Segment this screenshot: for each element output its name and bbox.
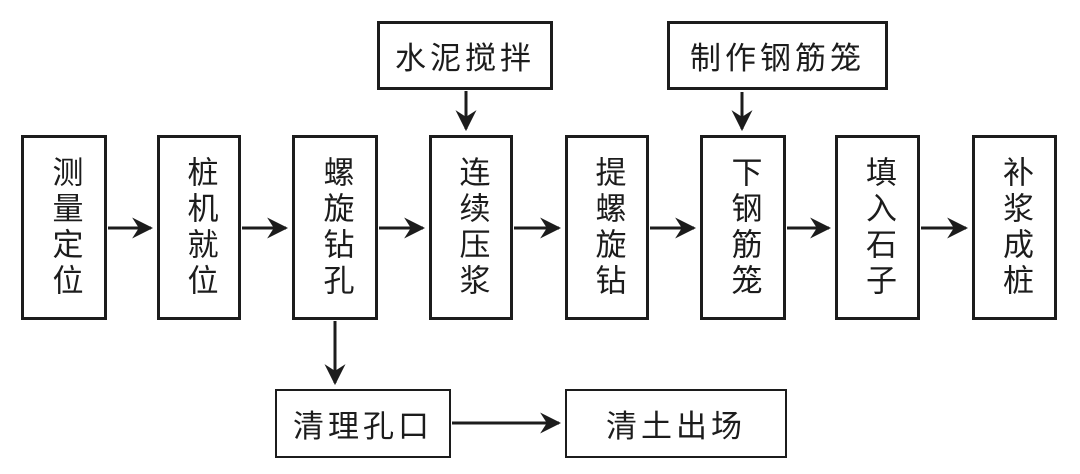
node-auger-drilling: 螺旋钻孔 (292, 135, 378, 320)
node-clean-hole-mouth: 清理孔口 (275, 389, 451, 458)
node-auger-drilling-label: 螺旋钻孔 (317, 155, 354, 300)
node-soil-removal-label: 清土出场 (606, 409, 746, 445)
node-fill-stones: 填入石子 (835, 135, 920, 320)
node-lower-rebar-cage: 下钢筋笼 (700, 135, 786, 320)
node-continuous-grouting: 连续压浆 (429, 135, 513, 320)
node-fill-stones-label: 填入石子 (860, 155, 896, 300)
node-regrout-form-pile: 补浆成桩 (972, 135, 1057, 320)
node-lower-rebar-cage-label: 下钢筋笼 (725, 155, 762, 300)
node-soil-removal: 清土出场 (565, 389, 787, 458)
node-survey-positioning: 测量定位 (21, 135, 107, 320)
node-lift-auger: 提螺旋钻 (565, 135, 649, 320)
node-clean-hole-mouth-label: 清理孔口 (293, 409, 433, 445)
node-pile-rig-in-place: 桩机就位 (157, 135, 241, 320)
node-cement-mixing: 水泥搅拌 (377, 21, 553, 90)
node-make-rebar-cage-label: 制作钢筋笼 (690, 41, 865, 77)
node-lift-auger-label: 提螺旋钻 (589, 155, 626, 300)
node-continuous-grouting-label: 连续压浆 (453, 155, 490, 300)
node-pile-rig-in-place-label: 桩机就位 (181, 155, 218, 300)
node-survey-positioning-label: 测量定位 (46, 155, 83, 300)
node-make-rebar-cage: 制作钢筋笼 (667, 21, 888, 90)
node-cement-mixing-label: 水泥搅拌 (395, 41, 535, 77)
node-regrout-form-pile-label: 补浆成桩 (997, 155, 1033, 300)
